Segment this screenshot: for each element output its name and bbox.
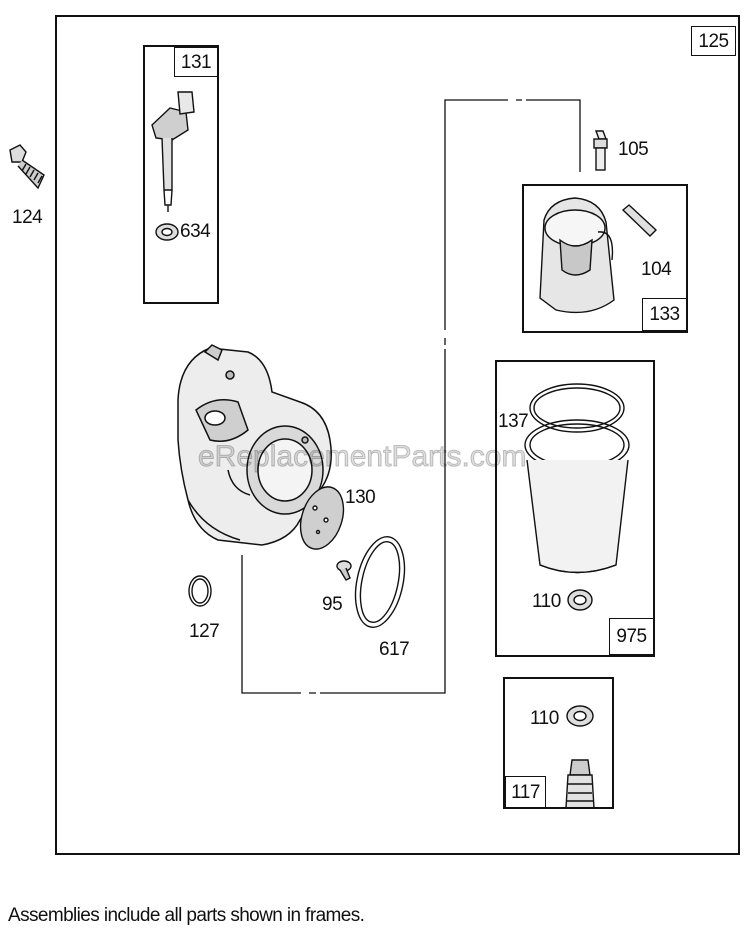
outer-assembly-frame bbox=[55, 15, 740, 855]
float-133-drawing bbox=[539, 197, 658, 314]
gasket-617-drawing bbox=[354, 536, 406, 628]
frame-131 bbox=[143, 45, 219, 304]
frame-number-117: 117 bbox=[505, 776, 546, 808]
part-label-634: 634 bbox=[180, 221, 211, 242]
screw-95-drawing bbox=[336, 560, 352, 581]
seal-127-drawing bbox=[188, 575, 212, 607]
assemblies-footnote: Assemblies include all parts shown in fr… bbox=[8, 905, 365, 926]
needle-105-drawing bbox=[593, 130, 608, 171]
assembly-leader-line bbox=[241, 99, 581, 694]
part-label-127: 127 bbox=[189, 621, 220, 642]
frame-number-133: 133 bbox=[642, 298, 687, 331]
frame-975 bbox=[495, 360, 655, 657]
washer-634-drawing bbox=[155, 223, 179, 241]
part-label-104: 104 bbox=[641, 259, 672, 280]
part-label-124: 124 bbox=[12, 207, 43, 228]
gasket-110-a-drawing bbox=[567, 589, 593, 611]
watermark-text: eReplacementParts.com bbox=[197, 440, 527, 474]
part-label-137: 137 bbox=[498, 411, 529, 432]
solenoid-131-drawing bbox=[151, 91, 195, 212]
plate-130-drawing bbox=[299, 486, 345, 550]
frame-number-975: 975 bbox=[609, 618, 654, 655]
frame-number-131: 131 bbox=[174, 47, 218, 77]
part-label-95: 95 bbox=[322, 594, 343, 615]
part-label-105: 105 bbox=[618, 139, 649, 160]
frame-133 bbox=[522, 184, 688, 333]
part-label-130: 130 bbox=[345, 487, 376, 508]
part-label-110-bowl: 110 bbox=[532, 591, 561, 612]
carburetor-body-drawing bbox=[177, 344, 332, 546]
part-label-110-nut: 110 bbox=[530, 708, 559, 729]
part-label-617: 617 bbox=[379, 639, 410, 660]
bowl-nut-117-drawing bbox=[565, 705, 595, 809]
leader-gaps bbox=[301, 97, 526, 696]
screw-124-drawing bbox=[9, 144, 45, 190]
float-bowl-975-drawing bbox=[524, 383, 630, 574]
frame-117 bbox=[503, 677, 614, 809]
outer-frame-number: 125 bbox=[691, 26, 736, 56]
